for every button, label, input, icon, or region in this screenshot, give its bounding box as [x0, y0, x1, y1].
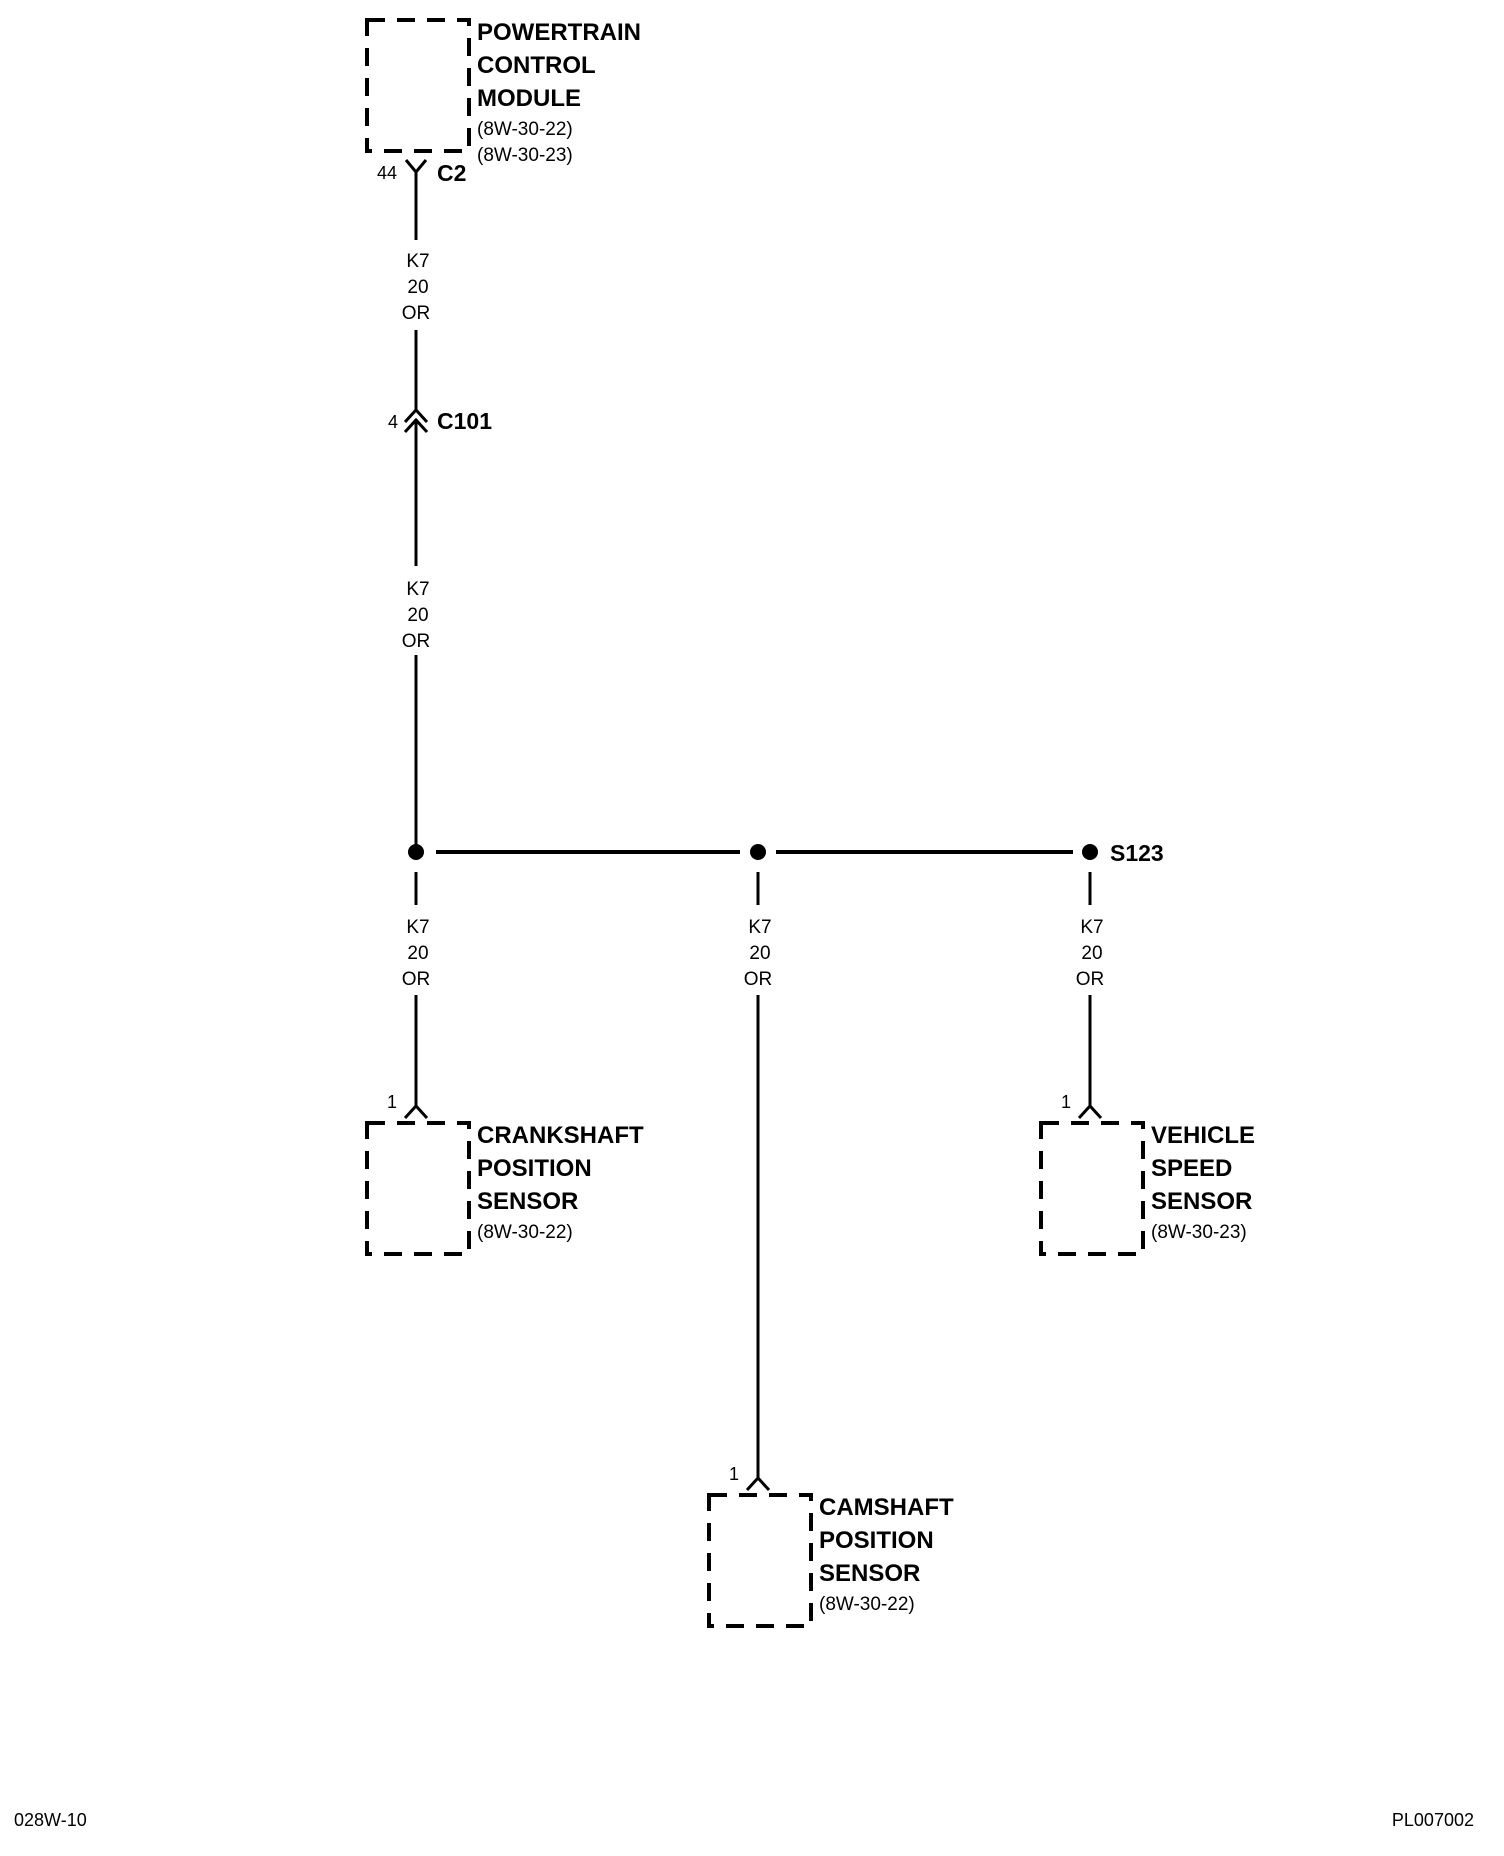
crankshaft-sensor-component: 1 CRANKSHAFT POSITION SENSOR (8W-30-22) [365, 1092, 644, 1256]
vehicle-speed-sensor-component: 1 VEHICLE SPEED SENSOR (8W-30-23) [1039, 1092, 1255, 1256]
wire-vss-gauge: 20 [1081, 943, 1102, 964]
wire-1-circuit: K7 [406, 251, 429, 272]
camshaft-sensor-component: 1 CAMSHAFT POSITION SENSOR (8W-30-22) [707, 1464, 954, 1628]
splice-node-cam [750, 844, 766, 860]
wire-label-2: K7 20 OR [402, 579, 431, 652]
footer-figure-id: PL007002 [1392, 1810, 1474, 1830]
vss-name-line-2: SPEED [1151, 1155, 1232, 1182]
splice-s123: S123 [408, 840, 1164, 866]
pcm-component: POWERTRAIN CONTROL MODULE (8W-30-22) (8W… [365, 18, 641, 166]
c101-pin-number: 4 [388, 412, 398, 432]
wire-1-gauge: 20 [407, 277, 428, 298]
c2-connector-label: C2 [437, 160, 466, 186]
wire-2-gauge: 20 [407, 605, 428, 626]
cam-connector-symbol [745, 1475, 771, 1492]
c101-connector: 4 C101 [388, 407, 492, 434]
vss-box [1039, 1121, 1145, 1256]
crank-name-line-1: CRANKSHAFT [477, 1122, 644, 1149]
wire-label-vss: K7 20 OR [1076, 917, 1105, 990]
splice-label: S123 [1110, 840, 1164, 866]
wire-cam-circuit: K7 [748, 917, 771, 938]
crank-box [365, 1121, 471, 1256]
wire-cam-color: OR [744, 969, 773, 990]
wire-crank-color: OR [402, 969, 431, 990]
crank-name-line-3: SENSOR [477, 1188, 578, 1215]
wire-label-1: K7 20 OR [402, 251, 431, 324]
cam-pin-number: 1 [729, 1464, 739, 1484]
wire-vss-circuit: K7 [1080, 917, 1103, 938]
c101-connector-label: C101 [437, 408, 492, 434]
cam-name-line-1: CAMSHAFT [819, 1494, 954, 1521]
wire-1-color: OR [402, 303, 431, 324]
pcm-name-line-1: POWERTRAIN [477, 19, 641, 46]
splice-node-vss [1082, 844, 1098, 860]
vss-connector-symbol [1077, 1103, 1103, 1120]
cam-ref-1: (8W-30-22) [819, 1594, 915, 1615]
vss-ref-1: (8W-30-23) [1151, 1222, 1247, 1243]
wire-cam-gauge: 20 [749, 943, 770, 964]
crank-name-line-2: POSITION [477, 1155, 592, 1182]
pcm-box [365, 18, 471, 153]
vss-name-line-3: SENSOR [1151, 1188, 1252, 1215]
pcm-ref-2: (8W-30-23) [477, 145, 573, 166]
wire-crank-gauge: 20 [407, 943, 428, 964]
wire-2-circuit: K7 [406, 579, 429, 600]
crank-pin-number: 1 [387, 1092, 397, 1112]
c2-connector-symbol [404, 159, 428, 178]
pcm-ref-1: (8W-30-22) [477, 119, 573, 140]
vss-pin-number: 1 [1061, 1092, 1071, 1112]
pcm-name-line-2: CONTROL [477, 52, 596, 79]
cam-box [707, 1493, 813, 1628]
wire-crank-circuit: K7 [406, 917, 429, 938]
wire-label-crank: K7 20 OR [402, 917, 431, 990]
crank-connector-symbol [403, 1103, 429, 1120]
footer-page-code: 028W-10 [14, 1810, 87, 1830]
pcm-name-line-3: MODULE [477, 85, 581, 112]
wire-vss-color: OR [1076, 969, 1105, 990]
splice-node-crank [408, 844, 424, 860]
c2-pin-number: 44 [377, 163, 397, 183]
wire-label-cam: K7 20 OR [744, 917, 773, 990]
cam-name-line-2: POSITION [819, 1527, 934, 1554]
vss-name-line-1: VEHICLE [1151, 1122, 1255, 1149]
cam-name-line-3: SENSOR [819, 1560, 920, 1587]
wire-2-color: OR [402, 631, 431, 652]
c2-connector: 44 C2 [377, 159, 466, 186]
crank-ref-1: (8W-30-22) [477, 1222, 573, 1243]
